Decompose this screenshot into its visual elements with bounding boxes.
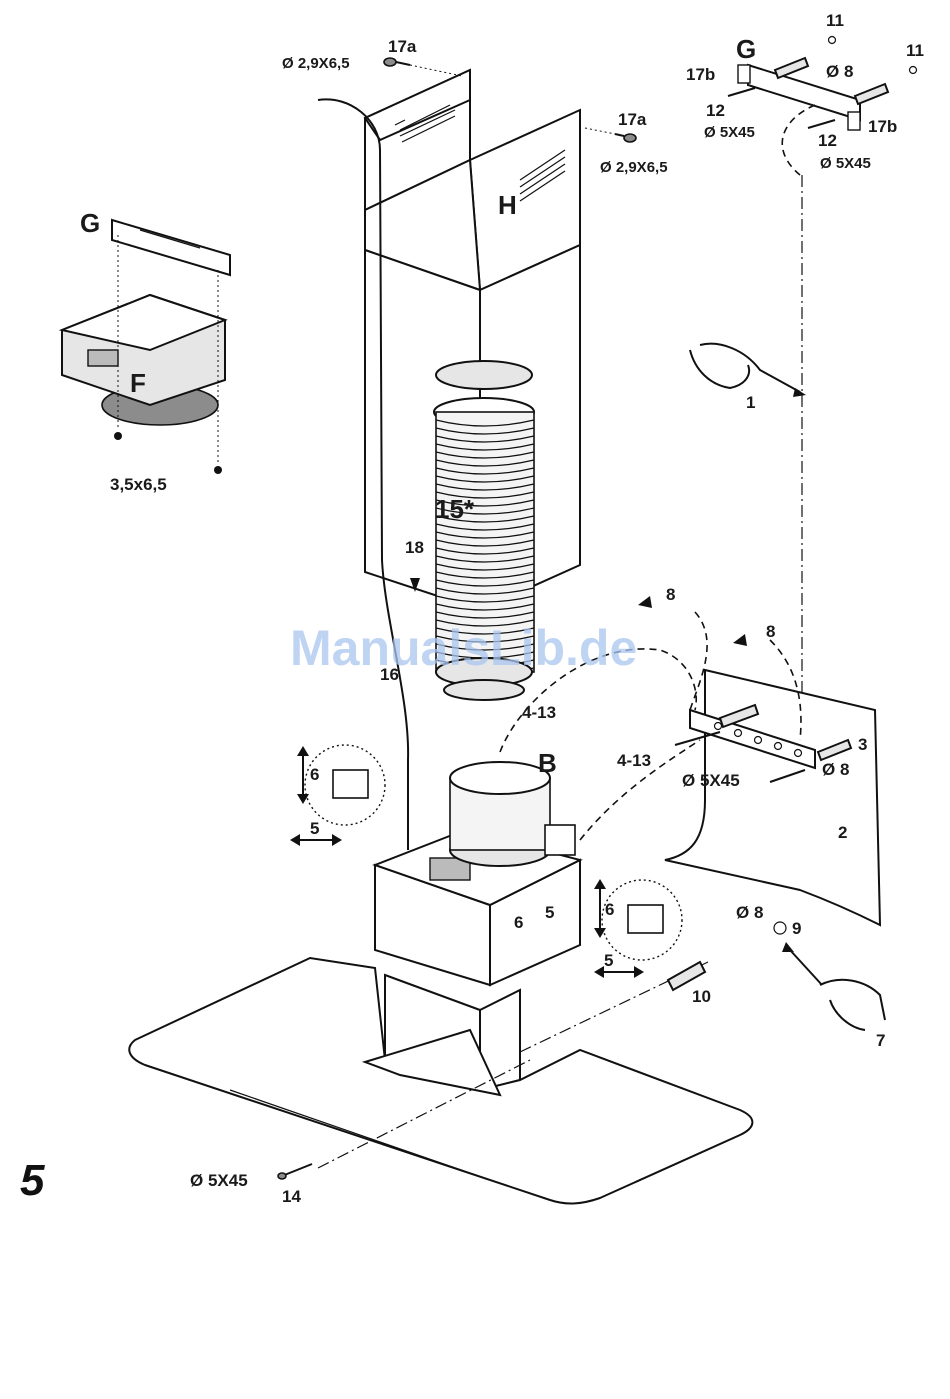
label-H: H (498, 190, 517, 220)
label-17b-left: 17b (686, 65, 715, 84)
bracket-mid (545, 825, 575, 855)
label-5-mid: 5 (545, 903, 554, 922)
dashed-path-top (782, 105, 815, 175)
label-2: 2 (838, 823, 847, 842)
label-6-left: 6 (310, 765, 319, 784)
label-6-right: 6 (605, 900, 614, 919)
carbon-filter-F (62, 295, 225, 425)
arrow-8b (733, 634, 747, 646)
screw-filter-b (214, 466, 222, 474)
hand-pencil-1 (690, 344, 800, 392)
label-17b-right: 17b (868, 117, 897, 136)
watermark: ManualsLib.de (290, 620, 637, 676)
label-5-right: 5 (604, 951, 613, 970)
label-G-left: G (80, 208, 100, 238)
label-6-mid: 6 (514, 913, 523, 932)
arrow-8a (638, 596, 652, 608)
label-5-left: 5 (310, 819, 319, 838)
label-11-b: 11 (906, 41, 924, 60)
label-3: 3 (858, 735, 867, 754)
label-screw-left: 3,5x6,5 (110, 475, 167, 494)
label-d8-low: Ø 8 (736, 903, 763, 922)
label-17a-top: 17a (388, 37, 417, 56)
screw-14 (278, 1164, 312, 1179)
label-4-13-a: 4-13 (522, 703, 556, 722)
screw-12-a (728, 88, 755, 96)
wall-panel (665, 670, 880, 925)
label-4-13-b: 4-13 (617, 751, 651, 770)
label-15: 15* (435, 494, 475, 524)
wall-plug-10 (668, 962, 705, 990)
label-F: F (130, 368, 146, 398)
arrow-1 (793, 388, 806, 397)
bracket-G-left (112, 220, 230, 275)
label-12-b: 12 (818, 131, 837, 150)
label-d5x45-a: Ø 5X45 (704, 124, 755, 141)
label-9: 9 (792, 919, 801, 938)
detail-circle-left (290, 745, 385, 846)
hole-9 (774, 922, 786, 934)
label-1: 1 (746, 393, 755, 412)
label-8-a: 8 (666, 585, 675, 604)
label-17a-right: 17a (618, 110, 647, 129)
label-12-a: 12 (706, 101, 725, 120)
screw-17a-top (384, 58, 462, 76)
arrow-9 (782, 942, 794, 952)
screw-filter-a (114, 432, 122, 440)
label-d5x45-b: Ø 5X45 (820, 155, 871, 172)
label-14: 14 (282, 1187, 301, 1206)
label-7: 7 (876, 1031, 885, 1050)
hole-11-b (910, 67, 917, 74)
chimney-cover-upper (365, 70, 580, 290)
hand-pencil-7 (790, 950, 885, 1030)
outlet-collar (450, 762, 550, 866)
label-d8-top: Ø 8 (826, 62, 853, 81)
label-10: 10 (692, 987, 711, 1006)
label-8-b: 8 (766, 622, 775, 641)
label-d-17a-top: Ø 2,9X6,5 (282, 55, 350, 72)
label-18: 18 (405, 538, 424, 557)
label-d5x45-mid: Ø 5X45 (682, 771, 740, 790)
hole-11-a (829, 37, 836, 44)
label-d8-mid: Ø 8 (822, 760, 849, 779)
screw-17a-right (585, 128, 636, 142)
label-G-right: G (736, 34, 756, 64)
label-11-a: 11 (826, 11, 844, 30)
page-number: 5 (20, 1156, 45, 1205)
label-B: B (538, 748, 557, 778)
label-d5x45-low: Ø 5X45 (190, 1171, 248, 1190)
screw-12-b (808, 120, 835, 128)
label-d-17a-right: Ø 2,9X6,5 (600, 159, 668, 176)
